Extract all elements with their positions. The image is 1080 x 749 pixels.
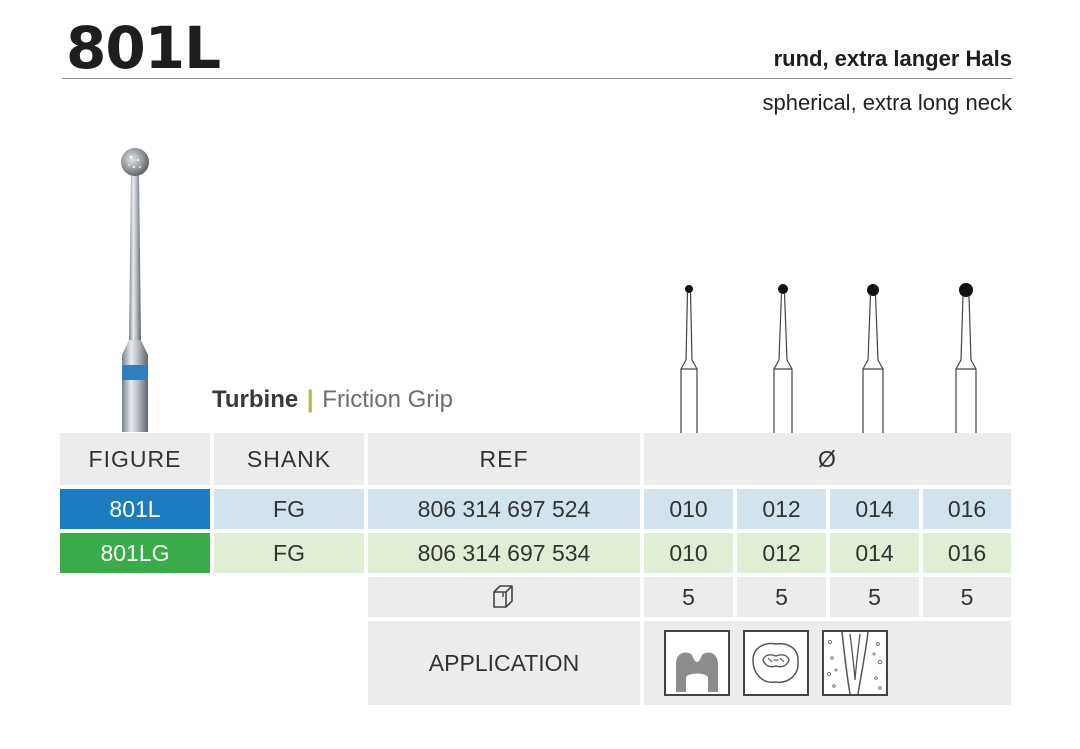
bur-size-diagram-012 bbox=[773, 284, 793, 433]
shank-type-secondary: Friction Grip bbox=[322, 386, 453, 413]
subtitle-german: rund, extra langer Hals bbox=[773, 46, 1012, 71]
package-count: 5 bbox=[644, 577, 733, 617]
tooth-crown-icon bbox=[743, 630, 809, 696]
application-label: APPLICATION bbox=[368, 621, 640, 705]
header-shank: SHANK bbox=[214, 433, 364, 485]
package-count: 5 bbox=[923, 577, 1011, 617]
bur-size-diagram-014 bbox=[862, 284, 884, 433]
bur-product-image bbox=[121, 148, 149, 432]
row-801l-shank: FG bbox=[214, 489, 364, 529]
package-unit-cell bbox=[368, 577, 640, 617]
header-ref: REF bbox=[368, 433, 640, 485]
row-801l-size: 014 bbox=[830, 489, 919, 529]
row-801lg-size: 014 bbox=[830, 533, 919, 573]
row-801lg-ref: 806 314 697 534 bbox=[368, 533, 640, 573]
title-divider bbox=[62, 78, 1012, 79]
row-801lg-size: 012 bbox=[737, 533, 826, 573]
shank-type-label: Turbine | Friction Grip bbox=[212, 386, 453, 414]
tooth-cavity-icon bbox=[664, 630, 730, 696]
header-diameter: Ø bbox=[644, 433, 1011, 485]
row-801l-size: 010 bbox=[644, 489, 733, 529]
row-801lg-shank: FG bbox=[214, 533, 364, 573]
bur-size-diagram-016 bbox=[955, 283, 977, 433]
shank-type-separator: | bbox=[306, 386, 314, 413]
row-801lg-figure: 801LG bbox=[60, 533, 210, 573]
product-title: 801L bbox=[66, 14, 221, 82]
row-801l-size: 012 bbox=[737, 489, 826, 529]
package-count: 5 bbox=[737, 577, 826, 617]
box-icon bbox=[493, 585, 513, 608]
subtitle-english: spherical, extra long neck bbox=[762, 90, 1012, 115]
row-801l-ref: 806 314 697 524 bbox=[368, 489, 640, 529]
header-figure: FIGURE bbox=[60, 433, 210, 485]
package-count: 5 bbox=[830, 577, 919, 617]
bur-size-diagram-010 bbox=[680, 285, 698, 433]
shank-type-primary: Turbine bbox=[212, 386, 299, 413]
row-801l-size: 016 bbox=[923, 489, 1011, 529]
row-801l-figure: 801L bbox=[60, 489, 210, 529]
row-801lg-size: 016 bbox=[923, 533, 1011, 573]
root-canal-icon bbox=[822, 630, 888, 696]
row-801lg-size: 010 bbox=[644, 533, 733, 573]
